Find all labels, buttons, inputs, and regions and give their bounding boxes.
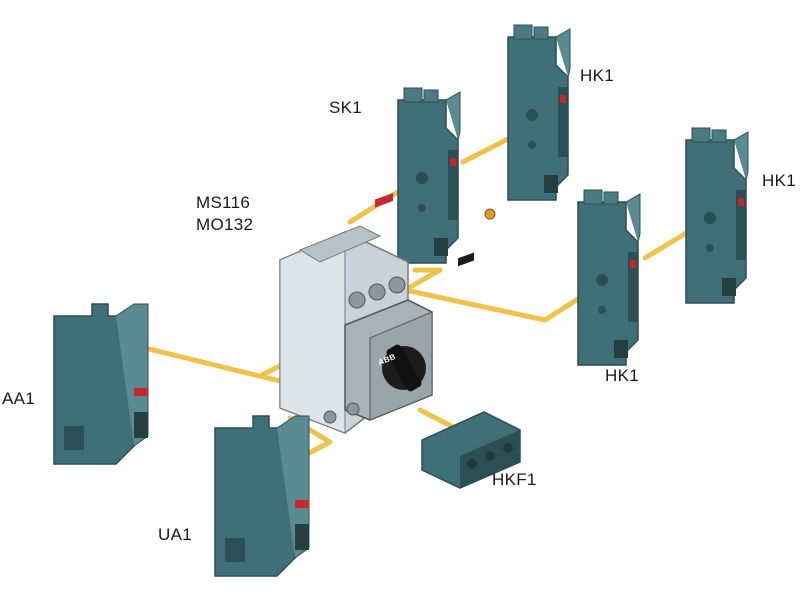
hk1-top-module: [507, 24, 571, 201]
ua1-module: [214, 415, 310, 577]
hk1-right-label: HK1: [762, 171, 796, 190]
hk1-right-module: [685, 127, 749, 304]
main-breaker-label-line1: MS116: [196, 193, 251, 212]
hkf1-module: [421, 252, 521, 489]
connector-breaker-hk1: [402, 267, 603, 323]
ua1-label: UA1: [158, 525, 192, 544]
hk1-top-label: HK1: [580, 66, 614, 85]
sk1-module: [397, 87, 461, 264]
aa1-label: AA1: [2, 389, 36, 408]
main-breaker-label: MS116 MO132: [196, 192, 253, 236]
connector-hkf1: [417, 407, 458, 431]
motor-breaker: [279, 192, 433, 434]
hkf1-label: HKF1: [492, 470, 537, 489]
sk1-label: SK1: [329, 98, 363, 117]
main-breaker-label-line2: MO132: [196, 215, 254, 234]
hk1-middle-module: [577, 189, 641, 366]
connector-sk1-hk1: [460, 136, 511, 165]
hk1-middle-label: HK1: [605, 366, 639, 385]
sk1-indicator-icon: [484, 208, 496, 220]
aa1-module: [53, 303, 149, 465]
connector-hk1-hk1: [642, 229, 691, 261]
